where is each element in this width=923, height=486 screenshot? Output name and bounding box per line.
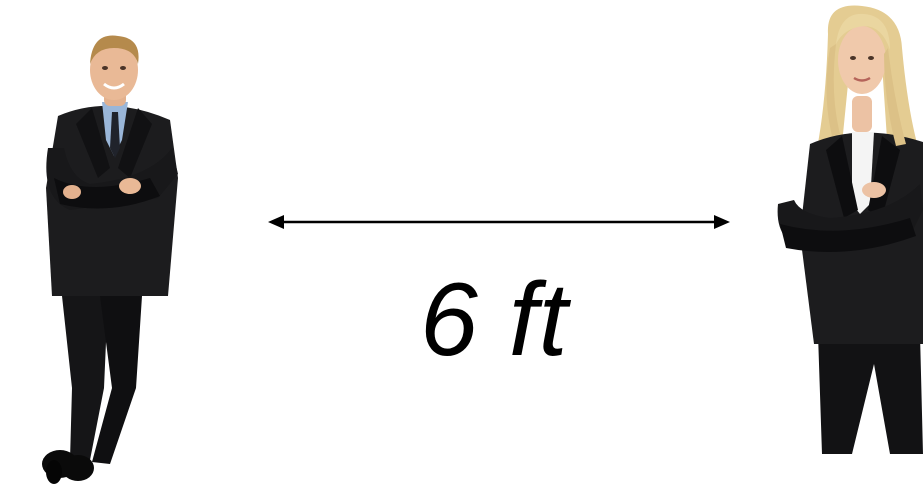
distance-label: 6 ft [420,262,569,378]
man-in-suit-icon [42,35,178,484]
woman-in-suit-icon [777,5,923,454]
double-headed-arrow-icon [268,215,730,229]
